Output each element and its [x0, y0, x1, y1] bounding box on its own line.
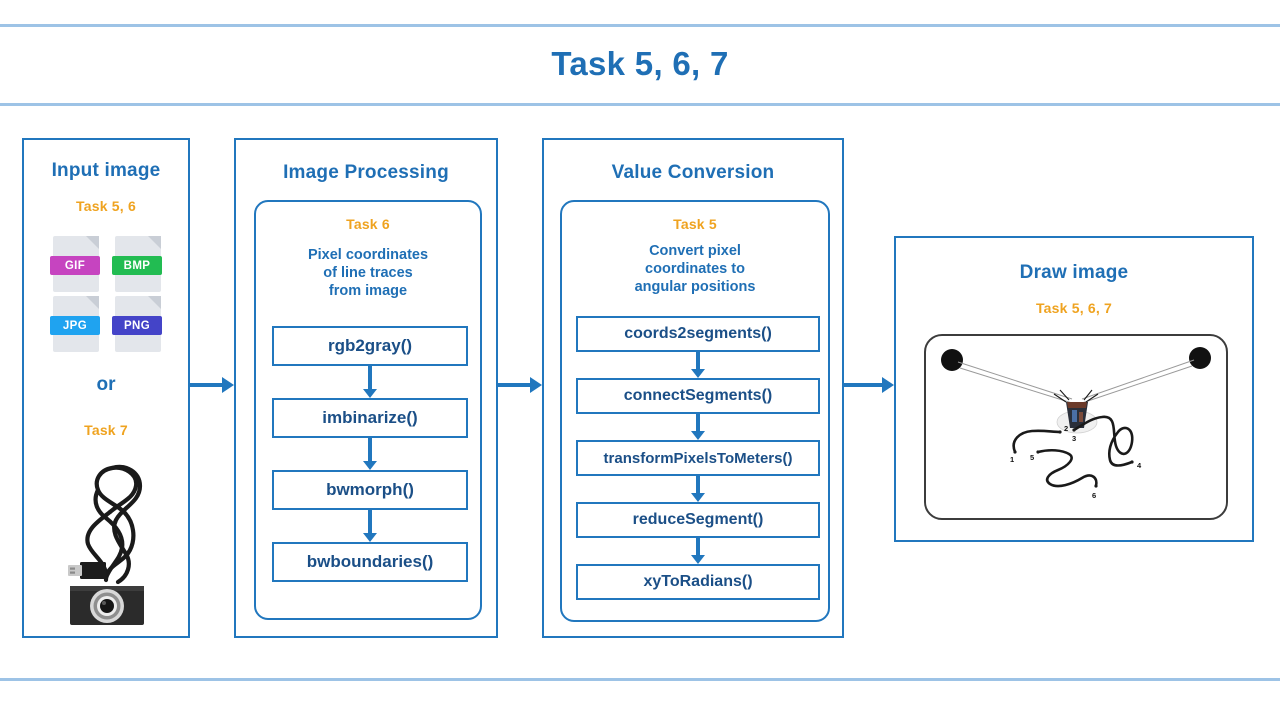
step-arrow: [690, 476, 706, 502]
arrow-conversion-to-draw: [844, 376, 894, 394]
panel-input-image-task-label: Task 5, 6: [76, 198, 136, 214]
panel-image-processing-title: Image Processing: [283, 162, 449, 183]
fn-box-xytoradians[interactable]: xyToRadians(): [576, 564, 820, 600]
trace-number-1: 1: [1010, 455, 1014, 464]
anchor-left-icon: [941, 349, 963, 371]
file-icon-jpg: JPG: [50, 296, 103, 352]
page-title: Task 5, 6, 7: [551, 45, 729, 82]
value-conversion-step-list: coords2segments() connectSegments() tran…: [576, 316, 820, 600]
trace-paths: [1012, 415, 1134, 488]
arrow-shaft: [696, 538, 700, 556]
draw-image-illustration-canvas: 1 2 3 4 5 6: [924, 334, 1228, 520]
file-type-icon-grid: GIF BMP JPG PNG: [50, 236, 168, 354]
step-arrow: [690, 414, 706, 440]
arrow-head-icon: [691, 369, 705, 378]
arrow-head-icon: [691, 431, 705, 440]
anchor-right-icon: [1189, 347, 1211, 369]
arrow-shaft: [368, 510, 372, 534]
value-conversion-inner-container: Task 5 Convert pixel coordinates to angu…: [560, 200, 830, 622]
file-fold-corner-icon: [86, 236, 99, 249]
step-arrow: [362, 510, 378, 542]
arrow-head-icon: [691, 555, 705, 564]
header-divider-rule: [0, 103, 1280, 106]
camera-body-icon: [70, 586, 144, 625]
panel-draw-image: Draw image Task 5, 6, 7: [894, 236, 1254, 542]
fn-box-rgb2gray[interactable]: rgb2gray(): [272, 326, 468, 366]
arrow-head-icon: [222, 377, 234, 393]
usb-connector-icon: [68, 562, 106, 579]
arrow-processing-to-conversion: [498, 376, 542, 394]
panel-image-processing: Image Processing Task 6 Pixel coordinate…: [234, 138, 498, 638]
arrow-head-icon: [363, 461, 377, 470]
file-type-badge-bmp: BMP: [112, 256, 162, 275]
image-processing-step-list: rgb2gray() imbinarize() bwmorph() bwboun…: [272, 326, 468, 582]
input-or-text: or: [96, 374, 116, 395]
panel-input-image-task7-label: Task 7: [84, 422, 128, 438]
file-icon-gif: GIF: [50, 236, 103, 292]
value-conversion-caption: Convert pixel coordinates to angular pos…: [634, 243, 756, 296]
image-processing-task-label: Task 6: [346, 216, 390, 232]
file-type-badge-png: PNG: [112, 316, 162, 335]
arrow-shaft: [498, 383, 532, 387]
panel-value-conversion: Value Conversion Task 5 Convert pixel co…: [542, 138, 844, 638]
arrow-head-icon: [530, 377, 542, 393]
value-conversion-task-label: Task 5: [673, 216, 717, 232]
arrow-shaft: [696, 352, 700, 370]
arrow-head-icon: [691, 493, 705, 502]
fn-box-bwboundaries[interactable]: bwboundaries(): [272, 542, 468, 582]
panel-draw-image-title: Draw image: [1019, 262, 1129, 283]
fn-box-imbinarize[interactable]: imbinarize(): [272, 398, 468, 438]
fn-box-bwmorph[interactable]: bwmorph(): [272, 470, 468, 510]
arrow-head-icon: [363, 389, 377, 398]
file-fold-corner-icon: [148, 236, 161, 249]
usb-webcam-photo: [48, 452, 168, 627]
fn-box-coords2segments[interactable]: coords2segments(): [576, 316, 820, 352]
file-fold-corner-icon: [148, 296, 161, 309]
arrow-shaft: [844, 383, 884, 387]
arrow-head-icon: [363, 533, 377, 542]
arrow-shaft: [368, 366, 372, 390]
panel-input-image-title: Input image: [51, 160, 161, 181]
file-type-badge-jpg: JPG: [50, 316, 100, 335]
image-processing-inner-container: Task 6 Pixel coordinates of line traces …: [254, 200, 482, 620]
file-type-badge-gif: GIF: [50, 256, 100, 275]
panel-input-image: Input image Task 5, 6 GIF BMP JPG PNG: [22, 138, 190, 638]
trace-number-labels: 1 2 3 4 5 6: [1010, 424, 1142, 500]
trace-number-2: 2: [1064, 424, 1068, 433]
cable-robot-drawing: 1 2 3 4 5 6: [941, 347, 1211, 500]
trace-number-3: 3: [1072, 434, 1076, 443]
arrow-shaft: [190, 383, 224, 387]
step-arrow: [690, 538, 706, 564]
step-arrow: [362, 438, 378, 470]
file-icon-png: PNG: [112, 296, 165, 352]
arrow-head-icon: [882, 377, 894, 393]
arrow-input-to-processing: [190, 376, 234, 394]
arrow-shaft: [696, 476, 700, 494]
arrow-shaft: [368, 438, 372, 462]
trace-number-4: 4: [1137, 461, 1142, 470]
bottom-divider-rule: [0, 678, 1280, 681]
end-effector-icon: [1053, 389, 1099, 434]
cable-lines: [957, 359, 1195, 404]
file-icon-bmp: BMP: [112, 236, 165, 292]
image-processing-caption: Pixel coordinates of line traces from im…: [307, 247, 429, 300]
fn-box-reducesegment[interactable]: reduceSegment(): [576, 502, 820, 538]
arrow-shaft: [696, 414, 700, 432]
panel-draw-image-task-label: Task 5, 6, 7: [1035, 300, 1113, 316]
top-divider-rule: [0, 24, 1280, 27]
trace-number-5: 5: [1030, 453, 1034, 462]
trace-number-6: 6: [1092, 491, 1096, 500]
usb-webcam-illustration: [68, 464, 144, 625]
fn-box-connectsegments[interactable]: connectSegments(): [576, 378, 820, 414]
file-fold-corner-icon: [86, 296, 99, 309]
panel-value-conversion-title: Value Conversion: [611, 162, 775, 183]
fn-box-transformpixelstometers[interactable]: transformPixelsToMeters(): [576, 440, 820, 476]
trace-endpoint-dots: [1013, 428, 1134, 488]
step-arrow: [362, 366, 378, 398]
step-arrow: [690, 352, 706, 378]
